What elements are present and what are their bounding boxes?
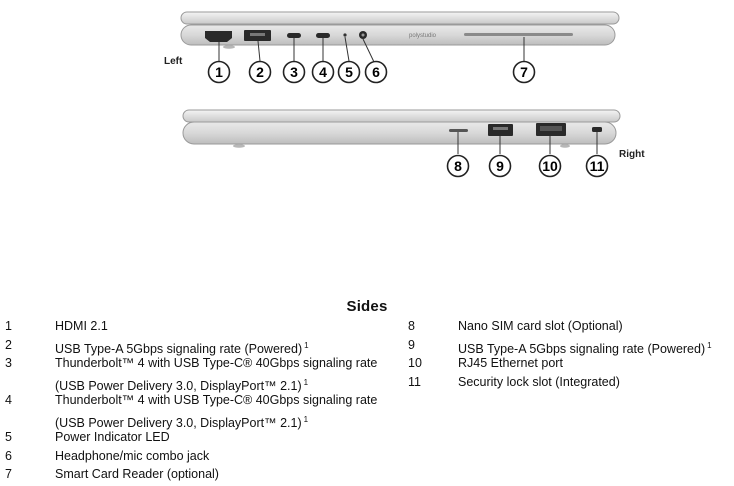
port-number: 9 bbox=[408, 337, 415, 352]
footnote-marker: 1 bbox=[303, 414, 309, 424]
left-leader-lines bbox=[218, 36, 525, 63]
port-number: 3 bbox=[5, 356, 12, 370]
callout-number: 10 bbox=[542, 158, 558, 174]
port-description: (USB Power Delivery 3.0, DisplayPort™ 2.… bbox=[55, 375, 308, 394]
port-number: 6 bbox=[5, 448, 12, 463]
footnote-marker: 1 bbox=[303, 377, 309, 387]
callout-number: 5 bbox=[345, 64, 353, 80]
callout-circle bbox=[538, 154, 562, 178]
port-description-text: Smart Card Reader (optional) bbox=[55, 467, 219, 481]
port-number: 10 bbox=[408, 356, 422, 370]
hdmi-port-icon bbox=[205, 31, 232, 42]
port-description-text: Thunderbolt™ 4 with USB Type-C® 40Gbps s… bbox=[55, 393, 378, 407]
port-description: USB Type-A 5Gbps signaling rate (Powered… bbox=[458, 338, 712, 357]
callout-circle bbox=[585, 154, 609, 178]
right-side-label: Right bbox=[619, 149, 645, 160]
left-lid bbox=[180, 11, 620, 25]
left-foot bbox=[223, 45, 235, 49]
port-description: Thunderbolt™ 4 with USB Type-C® 40Gbps s… bbox=[55, 393, 377, 408]
right-lid bbox=[182, 109, 621, 123]
port-description: HDMI 2.1 bbox=[55, 319, 108, 334]
callout-number: 6 bbox=[372, 64, 380, 80]
port-number: 7 bbox=[5, 467, 12, 481]
left-side-view: polystudio bbox=[180, 11, 620, 63]
power-led-icon bbox=[343, 33, 347, 37]
port-description-text: RJ45 Ethernet port bbox=[458, 356, 563, 370]
callout-circle bbox=[337, 60, 361, 84]
right-side-view bbox=[182, 109, 621, 154]
port-number: 11 bbox=[408, 374, 421, 389]
audio-jack-center-icon bbox=[361, 33, 365, 37]
lock-slot-icon bbox=[592, 127, 602, 132]
usb-a-tongue-icon bbox=[493, 127, 508, 130]
callout-circle bbox=[446, 154, 470, 178]
smart-card-slot-icon bbox=[464, 33, 573, 36]
port-description: Headphone/mic combo jack bbox=[55, 449, 209, 464]
callout-number: 7 bbox=[520, 64, 528, 80]
right-foot bbox=[560, 144, 570, 148]
port-number: 1 bbox=[5, 319, 12, 333]
callout-number: 1 bbox=[215, 64, 223, 80]
port-description: RJ45 Ethernet port bbox=[458, 356, 563, 371]
port-description-text: Thunderbolt™ 4 with USB Type-C® 40Gbps s… bbox=[55, 356, 378, 370]
port-description: Nano SIM card slot (Optional) bbox=[458, 319, 623, 334]
port-description-text: Headphone/mic combo jack bbox=[55, 448, 210, 463]
callout-number: 2 bbox=[256, 64, 264, 80]
section-title: Sides bbox=[346, 298, 388, 315]
port-description-text: Power Indicator LED bbox=[55, 430, 170, 444]
port-description-text: (USB Power Delivery 3.0, DisplayPort™ 2.… bbox=[55, 378, 302, 393]
port-description-text: Nano SIM card slot (Optional) bbox=[458, 319, 623, 333]
port-description-text: HDMI 2.1 bbox=[55, 319, 108, 333]
left-side-label: Left bbox=[164, 56, 183, 67]
sim-slot-icon bbox=[449, 129, 468, 132]
port-description-text: Security lock slot (Integrated) bbox=[458, 374, 620, 389]
brand-text: polystudio bbox=[409, 33, 437, 39]
port-number: 5 bbox=[5, 430, 12, 444]
port-description: Thunderbolt™ 4 with USB Type-C® 40Gbps s… bbox=[55, 356, 377, 371]
port-description: Smart Card Reader (optional) bbox=[55, 467, 219, 482]
port-description-text: (USB Power Delivery 3.0, DisplayPort™ 2.… bbox=[55, 415, 302, 430]
footnote-marker: 1 bbox=[304, 340, 309, 350]
callout-circle bbox=[311, 60, 335, 84]
port-number: 4 bbox=[5, 393, 12, 407]
callout-circle bbox=[248, 60, 272, 84]
port-description-text: USB Type-A 5Gbps signaling rate (Powered… bbox=[55, 341, 303, 356]
port-description-text: USB Type-A 5Gbps signaling rate (Powered… bbox=[458, 341, 706, 356]
right-foot bbox=[233, 144, 245, 148]
callout-circle bbox=[364, 60, 388, 84]
port-description: USB Type-A 5Gbps signaling rate (Powered… bbox=[55, 338, 309, 357]
callout-number: 11 bbox=[590, 158, 605, 174]
ports-illustration: polystudio bbox=[164, 11, 645, 178]
usb-c-port-icon bbox=[287, 33, 301, 38]
usb-a-tongue-icon bbox=[250, 33, 265, 36]
right-leader-lines bbox=[457, 132, 598, 154]
callout-circle bbox=[282, 60, 306, 84]
port-description: (USB Power Delivery 3.0, DisplayPort™ 2.… bbox=[55, 412, 308, 431]
rj45-contacts-icon bbox=[540, 126, 562, 131]
callout-circle bbox=[512, 60, 536, 84]
port-number: 8 bbox=[408, 319, 415, 333]
port-description: Security lock slot (Integrated) bbox=[458, 375, 620, 390]
callout-number: 9 bbox=[496, 158, 504, 174]
callout-markers: 1 2 3 4 5 6 7 8 9 10 11 bbox=[207, 60, 609, 178]
callout-circle bbox=[207, 60, 231, 84]
callout-number: 8 bbox=[454, 158, 462, 174]
port-description: Power Indicator LED bbox=[55, 430, 170, 445]
port-number: 2 bbox=[5, 337, 12, 352]
laptop-sides-drawing: polystudio bbox=[164, 11, 645, 178]
left-base bbox=[180, 24, 616, 46]
footnote-marker: 1 bbox=[707, 340, 712, 350]
callout-number: 4 bbox=[319, 64, 327, 80]
callout-circle bbox=[488, 154, 512, 178]
usb-c-port-icon bbox=[316, 33, 330, 38]
callout-number: 3 bbox=[290, 64, 298, 80]
